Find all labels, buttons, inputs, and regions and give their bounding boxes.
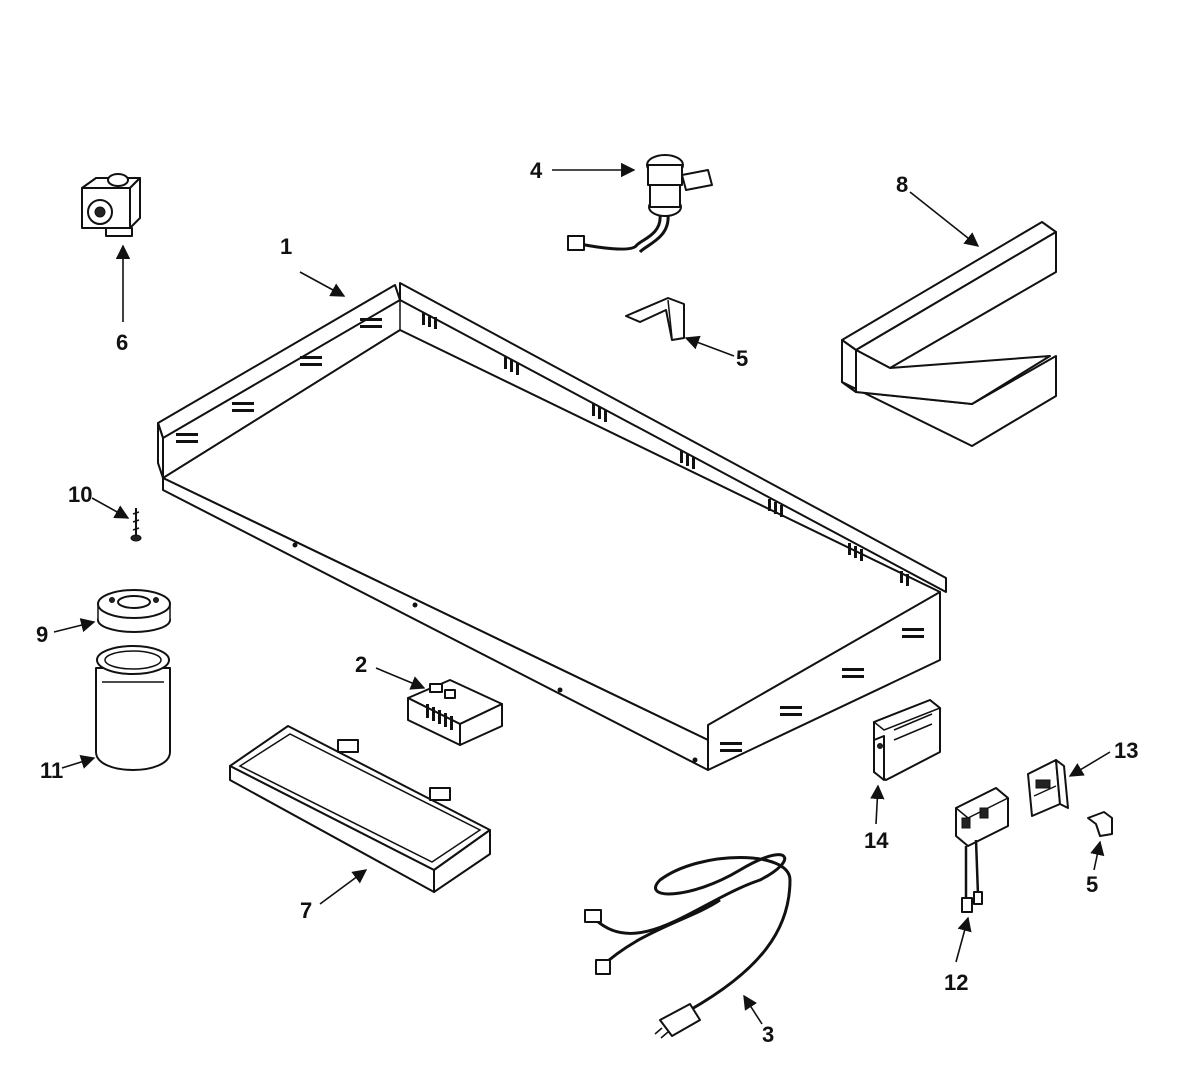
leader-1 [299,271,346,297]
part-6-regulator [81,173,141,237]
callout-13: 13 [1114,738,1138,763]
leader-3 [743,994,763,1025]
callout-5-lower: 5 [1086,872,1098,897]
part-5-clip-upper [625,297,685,341]
part-7-junction-box [229,725,491,893]
leader-8 [909,191,980,247]
leader-13 [1068,751,1111,777]
part-8-trim-cover [841,221,1057,447]
leader-5-lower [1090,840,1105,871]
part-2-terminal-block [407,679,503,746]
callout-5-upper: 5 [736,346,748,371]
leader-10 [91,497,130,519]
leader-9 [53,618,96,633]
callout-labels: 1 2 3 4 5 5 6 7 8 9 10 11 12 13 14 [36,158,1138,1047]
callout-1: 1 [280,234,292,259]
part-3-power-cord [584,853,792,1039]
callout-10: 10 [68,482,92,507]
leader-7 [319,869,368,905]
callout-3: 3 [762,1022,774,1047]
callout-4: 4 [530,158,543,183]
callout-9: 9 [36,622,48,647]
part-11-container [95,645,171,771]
callout-2: 2 [355,652,367,677]
part-4-gas-valve [567,154,713,254]
callout-6: 6 [116,330,128,355]
part-14-bracket [872,699,942,781]
part-13-module [1027,759,1069,817]
callout-8: 8 [896,172,908,197]
part-9-burner-cap [97,589,171,633]
callout-11: 11 [40,758,63,783]
leader-14 [870,784,885,825]
part-10-screw [130,508,142,542]
part-1-pan [157,282,947,771]
leader-11 [61,754,96,769]
callout-12: 12 [944,970,968,995]
leader-lines [53,162,1111,1025]
callout-14: 14 [864,828,889,853]
leader-12 [955,916,972,963]
callout-7: 7 [300,898,312,923]
part-5-clip-lower [1087,811,1113,837]
part-12-switch-harness [954,787,1010,913]
leader-2 [375,667,426,690]
leader-5-upper [684,335,735,357]
